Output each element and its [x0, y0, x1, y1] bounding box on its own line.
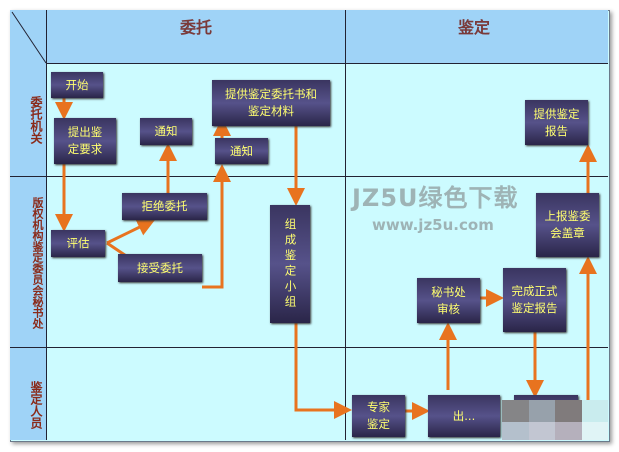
box-request: 提出鉴定要求 [54, 118, 116, 164]
box-notify-reject: 通知 [140, 118, 192, 145]
column-divider [46, 10, 47, 440]
watermark-logo: JZ5U绿色下载 [352, 184, 519, 212]
header-row [10, 10, 608, 64]
lane-label-column [10, 63, 46, 440]
header-entrust: 委托 [180, 18, 213, 37]
lane-label-secretariat: 版权机构鉴定委员会秘书处 [31, 196, 44, 329]
box-notify-accept: 通知 [215, 138, 268, 164]
box-accept: 接受委托 [118, 254, 202, 282]
lane-divider [10, 176, 608, 177]
box-provide-materials: 提供鉴定委托书和鉴定材料 [212, 80, 330, 126]
box-review: 秘书处审核 [417, 278, 480, 323]
box-expert: 专家鉴定 [352, 395, 405, 437]
box-submit: 上报鉴委会盖章 [536, 193, 599, 257]
pixelated-region [502, 400, 608, 440]
column-divider [345, 10, 346, 440]
box-complete: 完成正式鉴定报告 [503, 268, 566, 332]
box-report: 提供鉴定报告 [525, 100, 588, 145]
lane-divider [10, 347, 608, 348]
lane-label-appraisers: 鉴定人员 [29, 381, 43, 429]
box-evaluate: 评估 [51, 230, 105, 257]
header-appraisal: 鉴定 [458, 18, 491, 37]
watermark-url: www.jz5u.com [372, 216, 494, 234]
box-reject: 拒绝委托 [122, 193, 207, 220]
box-start: 开始 [51, 72, 103, 98]
box-form-group: 组成鉴定小组 [270, 205, 310, 323]
box-issue: 出... [428, 395, 500, 437]
lane-label-client: 委托机关 [29, 96, 43, 144]
